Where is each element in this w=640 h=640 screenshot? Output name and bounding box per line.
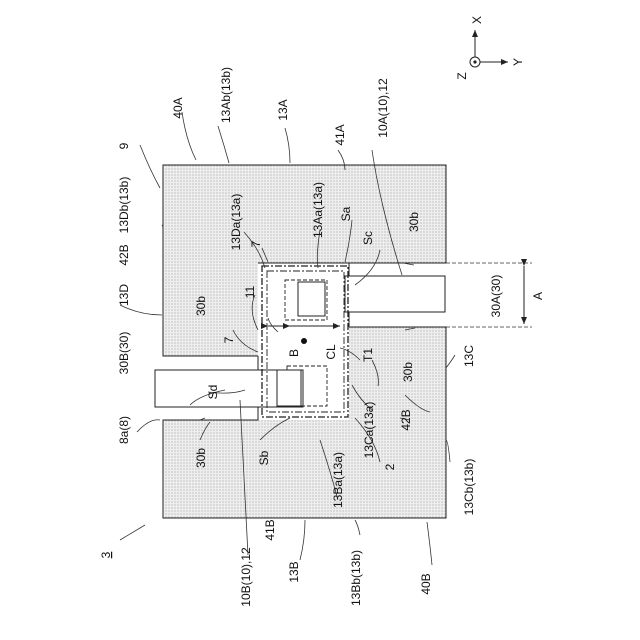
- label-A: A: [531, 292, 545, 300]
- sensor-Sd: [277, 370, 301, 406]
- label-2: 2: [383, 463, 397, 470]
- label-Sb: Sb: [257, 450, 271, 465]
- label-30A: 30A(30): [489, 275, 503, 318]
- label-13A: 13A: [276, 99, 290, 120]
- coordinate-axes: X Y Z: [455, 16, 525, 80]
- label-30b-lower-left: 30b: [194, 448, 208, 468]
- sensor-Sc: [298, 282, 325, 316]
- label-Sa: Sa: [339, 206, 353, 221]
- label-13Bb: 13Bb(13b): [349, 550, 363, 606]
- label-40B: 40B: [419, 573, 433, 594]
- label-13D: 13D: [117, 284, 131, 306]
- label-13Ab: 13Ab(13b): [219, 67, 233, 123]
- label-30b-upper-right: 30b: [407, 212, 421, 232]
- label-11: 11: [243, 285, 257, 298]
- label-30b-lower-right: 30b: [401, 362, 415, 382]
- label-10B: 10B(10),12: [239, 547, 253, 607]
- axis-y-label: Y: [511, 58, 525, 66]
- label-13Db: 13Db(13b): [117, 177, 131, 234]
- label-41A: 41A: [333, 124, 347, 145]
- label-7-lower: 7: [222, 336, 236, 343]
- label-13C: 13C: [462, 345, 476, 367]
- label-30b-upper-left: 30b: [194, 296, 208, 316]
- axis-x-label: X: [470, 16, 484, 24]
- label-13Aa: 13Aa(13a): [311, 182, 325, 238]
- label-13Ba: 13Ba(13a): [331, 452, 345, 508]
- label-42B-top: 42B: [117, 244, 131, 265]
- label-13B: 13B: [287, 561, 301, 582]
- label-9: 9: [117, 142, 131, 149]
- label-T1: T1: [361, 348, 375, 362]
- label-Sd: Sd: [206, 385, 220, 400]
- label-41B: 41B: [263, 519, 277, 540]
- label-7-upper: 7: [249, 240, 263, 247]
- label-8a: 8a(8): [117, 416, 131, 444]
- label-Sc: Sc: [361, 231, 375, 245]
- label-B: B: [287, 349, 301, 357]
- label-10A: 10A(10),12: [376, 78, 390, 138]
- label-13Cb: 13Cb(13b): [462, 459, 476, 516]
- label-42B-bottom: 42B: [399, 409, 413, 430]
- label-CL: CL: [324, 344, 338, 360]
- label-40A: 40A: [171, 97, 185, 118]
- axis-z-label: Z: [455, 72, 469, 79]
- label-3: 3: [99, 551, 113, 558]
- center-point-CL: [301, 338, 307, 344]
- label-13Da: 13Da(13a): [229, 194, 243, 251]
- label-30B: 30B(30): [117, 332, 131, 375]
- z-axis-dot: [473, 60, 476, 63]
- label-13Ca: 13Ca(13a): [362, 402, 376, 459]
